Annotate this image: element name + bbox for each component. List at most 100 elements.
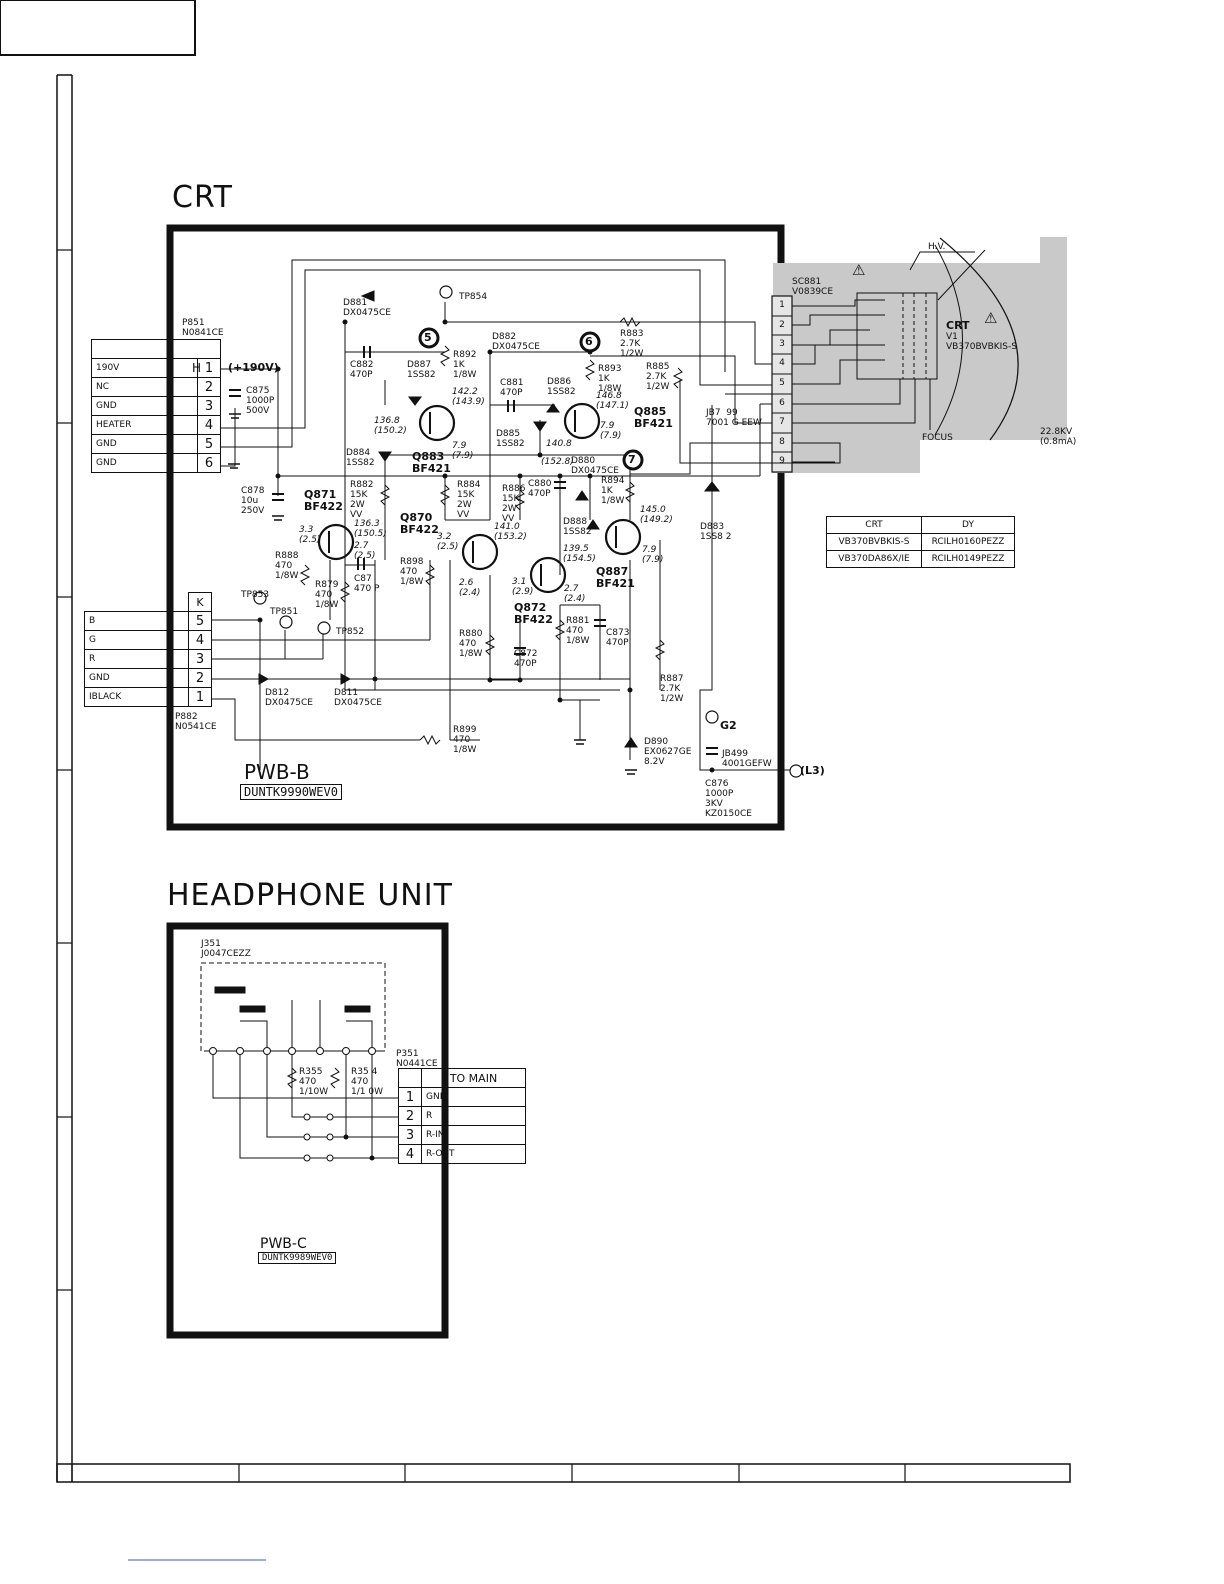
p851-supply: (+190V) <box>228 361 279 374</box>
d880-label: D880 DX0475CE <box>571 456 619 476</box>
warning-icon: ⚠ <box>852 261 866 279</box>
crt-tube-label: CRT <box>946 319 970 332</box>
pwb-c-name: PWB-C <box>260 1236 307 1252</box>
sc881-ref: SC881 V0839CE <box>792 277 834 297</box>
q883-symbol <box>418 404 456 442</box>
p851-ref: P851 N0841CE <box>182 318 224 338</box>
node-5-marker <box>418 327 440 349</box>
d883-label: D883 1SS8 2 <box>700 522 732 542</box>
r893-label: R893 1K 1/8W <box>598 364 622 394</box>
q872-label: Q872 BF422 <box>514 601 553 626</box>
r899-label: R899 470 1/8W <box>453 725 477 755</box>
tp852-label: TP852 <box>336 627 365 637</box>
voltage-141-0: 141.0 (153.2) <box>494 522 527 542</box>
c882-label: C882 470P <box>350 360 374 380</box>
node-7-marker <box>622 449 644 471</box>
pwb-b-name: PWB-B <box>244 760 310 784</box>
socket-pin: 5 <box>779 378 785 388</box>
d885-label: D885 1SS82 <box>496 429 525 449</box>
q885-label: Q885 BF421 <box>634 405 673 430</box>
socket-pin: 9 <box>779 456 785 466</box>
voltage-3-1: 3.1 (2.9) <box>512 577 534 597</box>
r885-label: R885 2.7K 1/2W <box>646 362 670 392</box>
voltage-140-8: 140.8 <box>546 439 572 449</box>
q872-symbol <box>529 556 567 594</box>
q870-label: Q870 BF422 <box>400 511 439 536</box>
voltage-146-8: 146.8 (147.1) <box>596 391 629 411</box>
crt-section-title: CRT <box>172 180 233 215</box>
node-7-label: 7 <box>628 453 636 466</box>
node-5-label: 5 <box>424 331 432 344</box>
r354-label: R35 4 470 1/1 0W <box>351 1067 383 1097</box>
warning-icon: ⚠ <box>984 309 998 327</box>
r880-label: R880 470 1/8W <box>459 629 483 659</box>
hv-value: 22.8KV (0.8mA) <box>1040 427 1077 447</box>
q887-label: Q887 BF421 <box>596 565 635 590</box>
tp853-label: TP853 <box>241 590 270 600</box>
q883-label: Q883 BF421 <box>412 450 451 475</box>
voltage-2-7-a: 2.7 (2.5) <box>354 541 376 561</box>
q887-symbol <box>604 518 642 556</box>
c878-label: C878 10u 250V <box>241 486 265 516</box>
socket-pin: 1 <box>779 300 785 310</box>
socket-pin: 6 <box>779 398 785 408</box>
r886-label: R886 15K 2W VV <box>502 484 526 524</box>
d884-label: D884 1SS82 <box>346 448 375 468</box>
d811-label: D811 DX0475CE <box>334 688 382 708</box>
headphone-section-title: HEADPHONE UNIT <box>167 878 453 913</box>
c876-label: C876 1000P 3KV KZ0150CE <box>705 779 752 819</box>
voltage-7-9-a: 7.9 (7.9) <box>452 441 474 461</box>
voltage-136-3: 136.3 (150.5) <box>354 519 387 539</box>
voltage-7-9-c: 7.9 (7.9) <box>642 545 664 565</box>
c875-label: C875 1000P 500V <box>246 386 275 416</box>
l3-label: (L3) <box>800 764 825 777</box>
pwb-c-part-number: DUNTK9989WEV0 <box>258 1252 337 1264</box>
voltage-2-7-b: 2.7 (2.4) <box>564 584 586 604</box>
tp851-label: TP851 <box>270 607 299 617</box>
r887-label: R887 2.7K 1/2W <box>660 674 684 704</box>
voltage-142-2: 142.2 (143.9) <box>452 387 485 407</box>
tp854-label: TP854 <box>459 292 488 302</box>
d881-label: D881 DX0475CE <box>343 298 391 318</box>
socket-pin: 4 <box>779 358 785 368</box>
voltage-2-6: 2.6 (2.4) <box>459 578 481 598</box>
socket-pin: 8 <box>779 437 785 447</box>
d812-label: D812 DX0475CE <box>265 688 313 708</box>
corner-box <box>0 0 196 56</box>
q870-symbol <box>461 533 499 571</box>
r892-label: R892 1K 1/8W <box>453 350 477 380</box>
q885-symbol <box>563 402 601 440</box>
socket-pin: 3 <box>779 339 785 349</box>
crt-shade <box>773 237 1067 473</box>
focus-label: FOCUS <box>922 433 953 443</box>
r883-label: R883 2.7K 1/2W <box>620 329 644 359</box>
g2-label: G2 <box>720 719 737 732</box>
voltage-3-3: 3.3 (2.5) <box>299 525 321 545</box>
jb799-label: JB7 99 7001 G EEW <box>706 408 762 428</box>
j351-label: J351 J0047CEZZ <box>201 939 251 959</box>
p882-header: K <box>188 592 212 612</box>
p351-ref: P351 N0441CE <box>396 1049 438 1069</box>
r898-label: R898 470 1/8W <box>400 557 424 587</box>
r882-label: R882 15K 2W VV <box>350 480 374 520</box>
d882-label: D882 DX0475CE <box>492 332 540 352</box>
